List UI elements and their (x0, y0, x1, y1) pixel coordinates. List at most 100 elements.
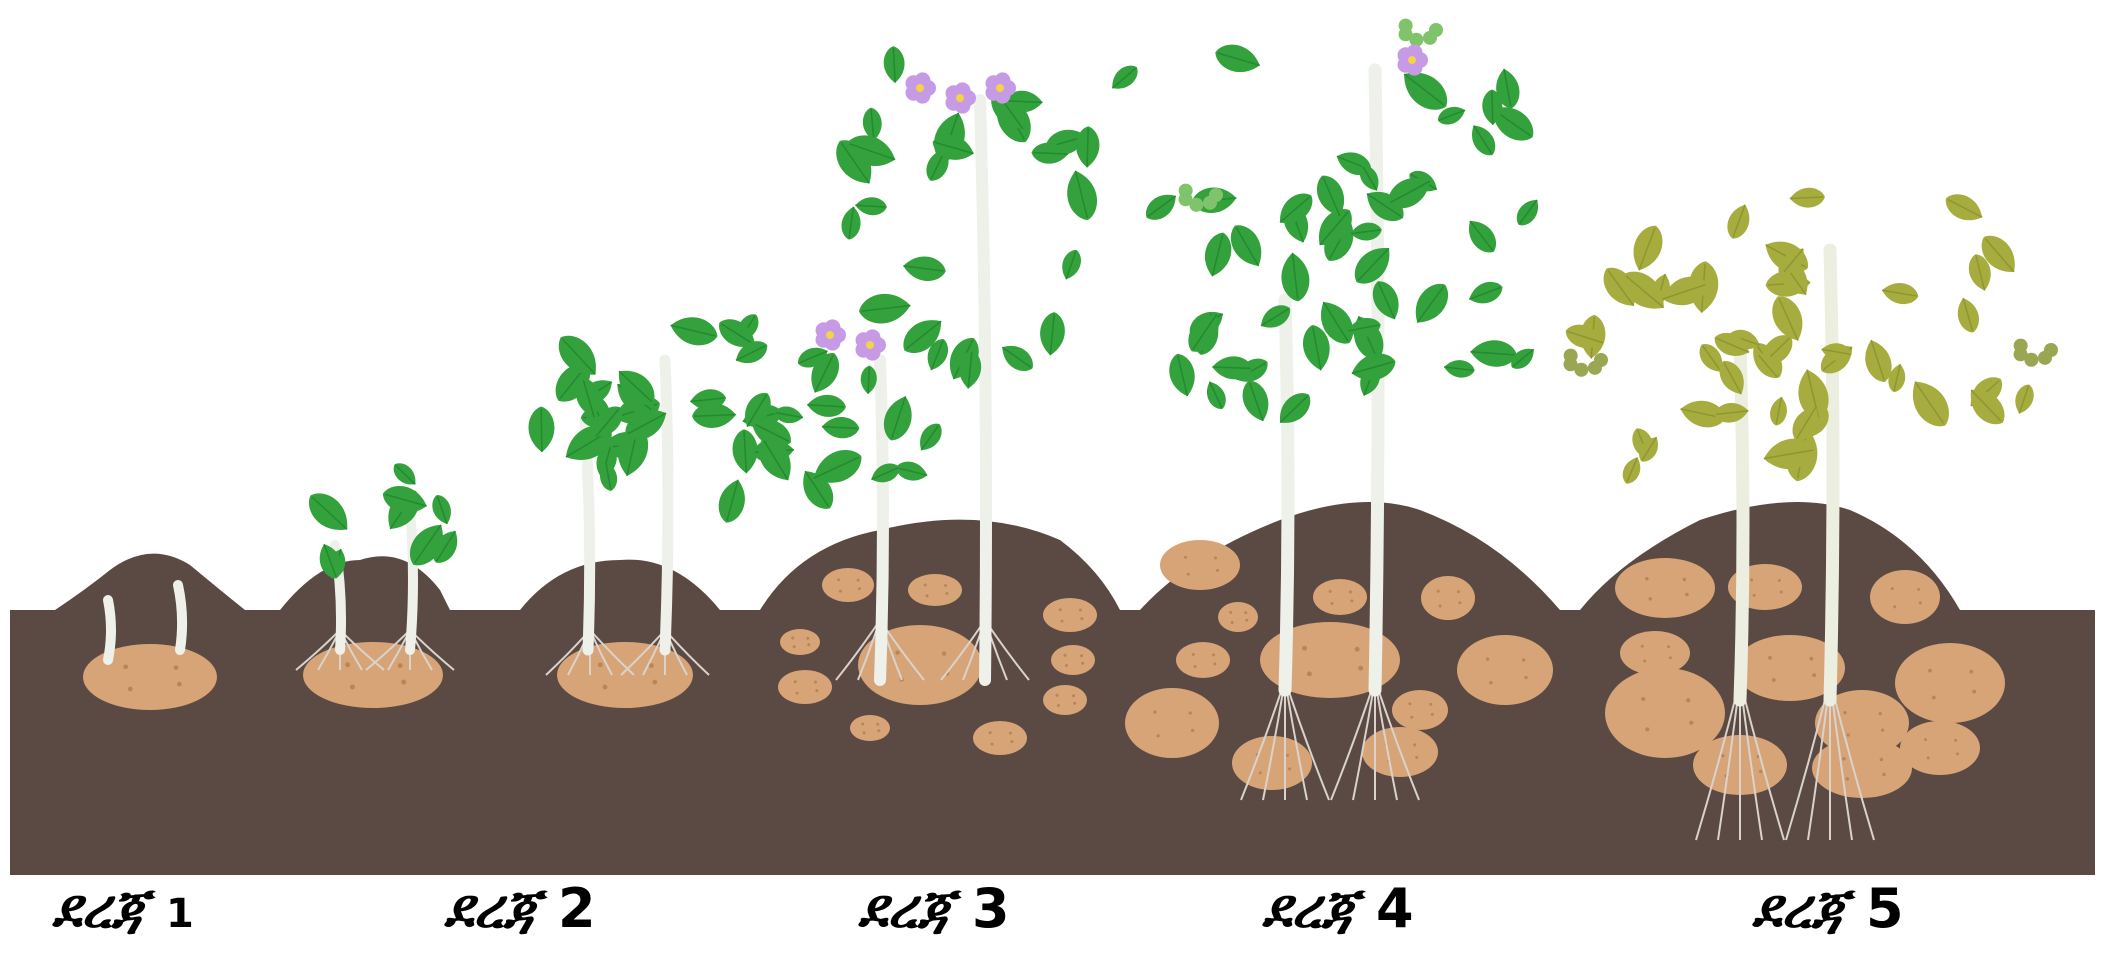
stage-label-1-word: ደረጃ (52, 877, 147, 940)
stage4-flowers-top-center (956, 94, 964, 102)
stage5-flower (1398, 44, 1428, 75)
stage4-new-tuber-8-eye (876, 723, 879, 726)
stage4-new-tuber-4-eye (793, 645, 796, 648)
stage5-new-tuber-1-eye (1216, 569, 1219, 572)
stage1-sprout-right (178, 585, 182, 650)
stage2-leaves-left-leaf (301, 485, 357, 540)
stage5-new-tuber-4-eye (1457, 590, 1460, 593)
stage4-leaves-left-leaf (894, 459, 930, 485)
stage2-leaves-right-leaf (389, 458, 421, 490)
stage6-seed-tuber-eye (1812, 673, 1816, 677)
stage-label-3-number: 3 (972, 877, 1010, 940)
stage5-leaves-left-leaf (1202, 378, 1230, 412)
stage6-new-tuber-4-eye (1893, 605, 1896, 608)
stage3-seed-tuber-eye (603, 685, 608, 690)
stage5-new-tuber-1-eye (1184, 556, 1187, 559)
stage1-seed-tuber-eye (128, 687, 133, 692)
stage6-new-tuber-6-eye (1843, 711, 1846, 714)
stage6-new-tuber-7-eye (1643, 660, 1646, 663)
stage4-leaves-right-leaf (840, 205, 863, 240)
stage6-new-tuber-6-eye (1879, 712, 1882, 715)
stage6-new-tuber-2-eye (1641, 697, 1645, 701)
stage-label-2-number: 2 (558, 877, 596, 940)
stage6-new-tuber-5 (1895, 643, 2005, 723)
stage6-new-tuber-10-eye (1954, 739, 1957, 742)
stage5-new-tuber-2-eye (1229, 611, 1232, 614)
stage-label-2-word: ደረጃ (444, 877, 539, 940)
stage4-new-tuber-9-eye (991, 743, 994, 746)
stage4-new-tuber-9-eye (1009, 732, 1012, 735)
stage4-leaves-left-leaf (807, 394, 847, 418)
stage5-leaves-left-leaf (1272, 387, 1317, 431)
stage2-seed-tuber-eye (398, 663, 403, 668)
stage4-new-tuber-5-eye (1064, 654, 1067, 657)
stage6-seed-tuber-eye (1809, 657, 1813, 661)
stage6-new-tuber-1-eye (1685, 593, 1689, 597)
stage4-new-tuber-7-eye (1072, 694, 1075, 697)
stage5-new-tuber-9-eye (1413, 743, 1416, 746)
stage5-new-tuber-8-eye (1288, 767, 1291, 770)
stage2-seed-tuber-eye (350, 685, 355, 690)
stage6-stem-left (1740, 350, 1743, 700)
stage5-new-tuber-6-eye (1213, 662, 1216, 665)
stage4-new-tuber-5-eye (1080, 654, 1083, 657)
stage5-stem-left (1285, 300, 1288, 690)
stage6-new-tuber-8-eye (1759, 770, 1762, 773)
stage6-new-tuber-5-eye (1972, 690, 1976, 694)
stage-label-4-number: 4 (1376, 877, 1414, 940)
stage4-new-tuber-9 (973, 721, 1027, 755)
stage6-new-tuber-5-eye (1928, 669, 1932, 673)
stage6-new-tuber-8-eye (1721, 754, 1724, 757)
stage5-new-tuber-7-eye (1153, 711, 1156, 714)
stage4-new-tuber-2-eye (926, 594, 929, 597)
stage5-new-tuber-3-body (1313, 579, 1367, 615)
stage3-leaves-left-leaf (528, 406, 555, 452)
stage6-new-tuber-2-eye (1645, 727, 1649, 731)
stage6-new-tuber-5-eye (1969, 670, 1973, 674)
stage4-new-tuber-5-body (1051, 645, 1095, 675)
stage4-new-tuber-7-body (1043, 685, 1087, 715)
stage1-seed-tuber-eye (174, 665, 179, 670)
stage5-leaves-right-leaf (1212, 40, 1264, 78)
stage1-seed-tuber-eye (123, 664, 128, 669)
stage5-new-tuber-1 (1160, 540, 1240, 590)
stage4-new-tuber-8-body (850, 715, 890, 741)
stage4-new-tuber-2-eye (924, 584, 927, 587)
stage5-leaves-left-leaf (1238, 377, 1275, 425)
stage4-flowers-lower-center (866, 341, 874, 349)
stage4-flowers-lower-center (826, 331, 834, 339)
stage3-seed-tuber (557, 642, 693, 708)
stage4-leaves-right-leaf (996, 339, 1038, 377)
stage6-new-tuber-4-body (1870, 570, 1940, 624)
stage4-new-tuber-2-eye (945, 592, 948, 595)
stage4-new-tuber-3-eye (1059, 608, 1062, 611)
stage6-leaves-right-leaf (1941, 188, 1988, 227)
stage5-new-tuber-2-eye (1244, 611, 1247, 614)
stage4-new-tuber-6-eye (796, 692, 799, 695)
stage4-new-tuber-1-eye (857, 579, 860, 582)
stage6-new-tuber-6-eye (1847, 733, 1850, 736)
stage5-new-tuber-6-eye (1194, 665, 1197, 668)
stage5-new-tuber-10-eye (1431, 713, 1434, 716)
stage5-new-tuber-3-eye (1329, 590, 1332, 593)
stage5-berries-top-berry (1399, 19, 1413, 33)
stage4-new-tuber-3-eye (1061, 620, 1064, 623)
stage6-new-tuber-1 (1615, 558, 1715, 618)
stage5-seed-tuber-eye (1355, 647, 1360, 652)
stage5-seed-tuber-eye (1307, 671, 1312, 676)
stage4-new-tuber-9-body (973, 721, 1027, 755)
stage6-leaves-left-leaf (1768, 395, 1790, 427)
stage6-new-tuber-9-eye (1846, 777, 1850, 781)
stage5-new-tuber-6-body (1176, 642, 1230, 678)
stage5-new-tuber-2 (1218, 602, 1258, 632)
stage4-flowers-top-center (916, 84, 924, 92)
stage4-new-tuber-1-eye (839, 590, 842, 593)
stage6-new-tuber-10-body (1900, 721, 1980, 775)
stage6-new-tuber-7-eye (1641, 645, 1644, 648)
stage6-berries-right (2014, 339, 2058, 367)
stage6-new-tuber-10 (1900, 721, 1980, 775)
stage6-new-tuber-4-eye (1919, 601, 1922, 604)
stage5-new-tuber-4-eye (1439, 605, 1442, 608)
stage2-stem-right (410, 510, 413, 650)
stage5-new-tuber-3-eye (1331, 602, 1334, 605)
